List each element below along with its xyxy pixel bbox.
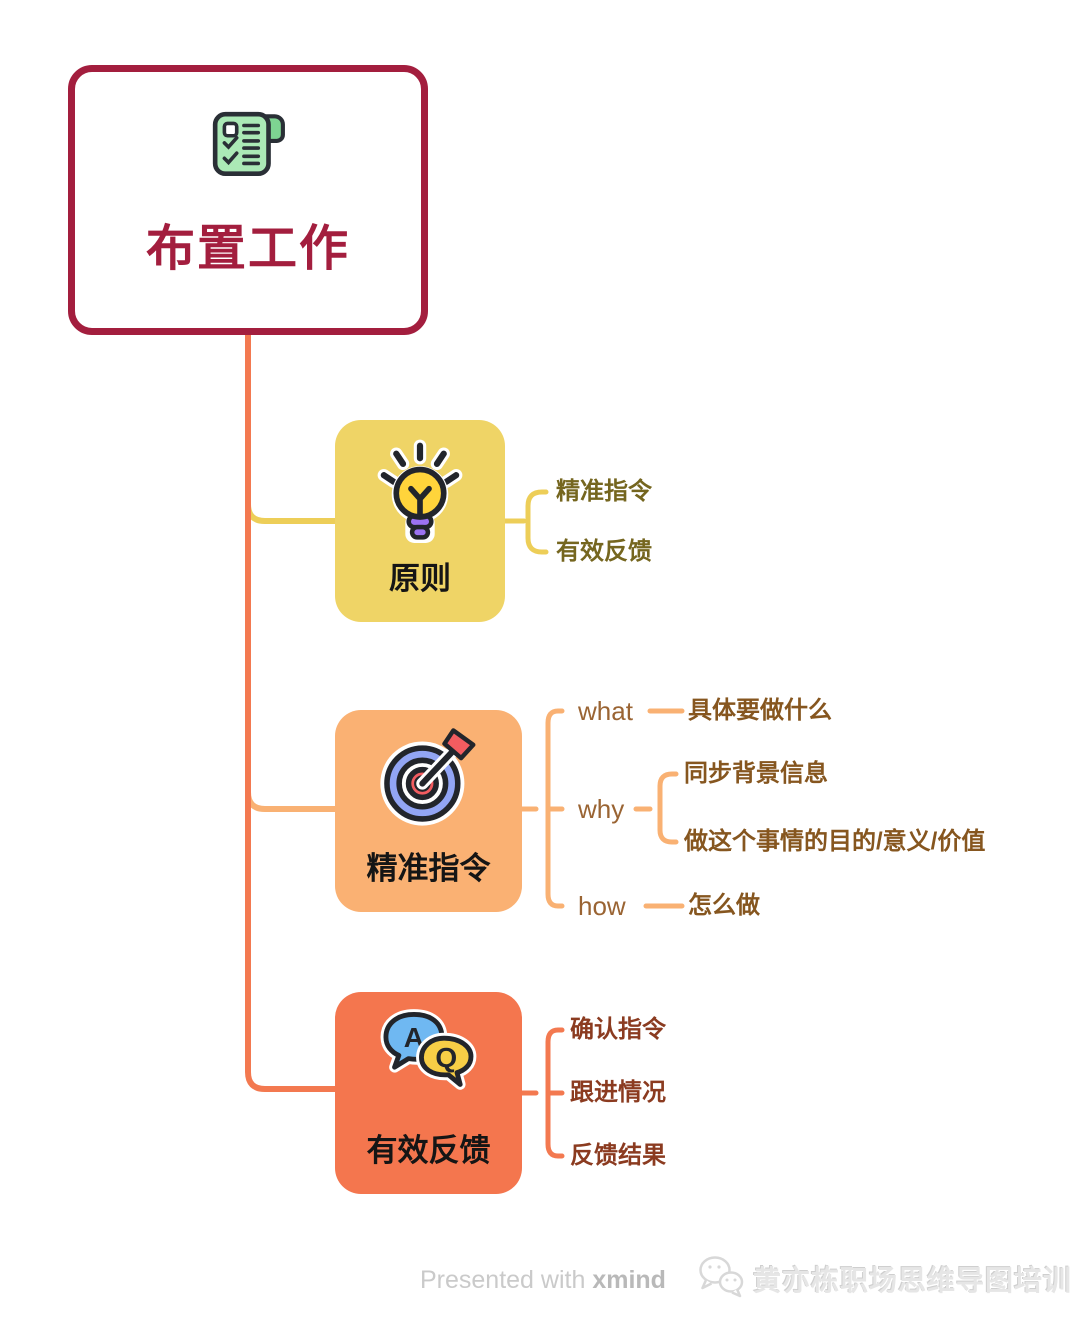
- subtopic-how[interactable]: how: [578, 891, 626, 921]
- subtopic-why-detail-2[interactable]: 做这个事情的目的/意义/价值: [684, 828, 986, 855]
- watermark-text: 黄亦栋职场思维导图培训: [753, 1264, 1073, 1296]
- wechat-icon: [697, 1254, 747, 1303]
- subtopic-how-detail[interactable]: 怎么做: [688, 892, 760, 919]
- lightbulb-icon: [368, 436, 472, 551]
- connector-precise-left: [245, 329, 340, 812]
- subtopic-confirm-instruction[interactable]: 确认指令: [570, 1016, 666, 1043]
- subtopic-why-detail-1[interactable]: 同步背景信息: [684, 760, 828, 787]
- bracket-feedback: [519, 1027, 565, 1159]
- watermark: 黄亦栋职场思维导图培训: [697, 1254, 1072, 1303]
- checklist-note-icon: [209, 108, 287, 187]
- bracket-precise: [519, 708, 685, 909]
- topic-precise-label: 精准指令: [366, 851, 491, 886]
- topic-principle[interactable]: 原则: [335, 420, 505, 622]
- presented-prefix: Presented with: [420, 1266, 593, 1294]
- subtopic-follow-up[interactable]: 跟进情况: [570, 1079, 666, 1106]
- bracket-principle: [502, 489, 549, 555]
- subtopic-feedback-result[interactable]: 反馈结果: [570, 1142, 666, 1169]
- topic-feedback[interactable]: A Q 有效反馈: [335, 992, 522, 1194]
- presented-with-xmind: Presented with xmind: [420, 1266, 666, 1295]
- qa-chat-icon: A Q: [377, 1008, 481, 1097]
- connector-principle-left: [245, 329, 340, 524]
- subtopic-effective-feedback[interactable]: 有效反馈: [556, 538, 652, 565]
- topic-precise[interactable]: 精准指令: [335, 710, 522, 912]
- xmind-brand: xmind: [592, 1266, 666, 1294]
- topic-feedback-label: 有效反馈: [366, 1133, 491, 1168]
- subtopic-precise-instruction[interactable]: 精准指令: [556, 478, 652, 505]
- dart-target-icon: [375, 726, 483, 835]
- root-title: 布置工作: [145, 222, 350, 276]
- root-topic[interactable]: 布置工作: [68, 65, 428, 335]
- connector-feedback-left: [245, 329, 340, 1092]
- subtopic-why[interactable]: why: [578, 794, 625, 824]
- qa-letter-a: A: [403, 1022, 423, 1053]
- topic-principle-label: 原则: [389, 561, 451, 596]
- subtopic-what-detail[interactable]: 具体要做什么: [688, 697, 832, 724]
- qa-letter-q: Q: [435, 1042, 457, 1073]
- subtopic-what[interactable]: what: [578, 696, 633, 726]
